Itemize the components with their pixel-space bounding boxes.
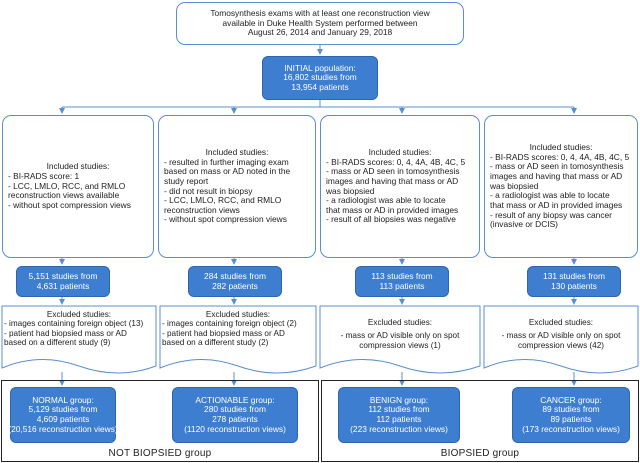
count-line: 4,631 patients	[36, 280, 90, 291]
excluded-line: - images containing foreign object (13)	[4, 319, 144, 329]
included-box-actionable: Included studies: - resulted in further …	[158, 115, 316, 258]
excluded-box-cancer: Excluded studies: - mass or AD visible o…	[486, 318, 636, 360]
included-line: - without spot compression views	[164, 214, 287, 225]
included-line: - a radiologist was able to locate	[490, 190, 610, 201]
excluded-line: - patient had biopsied mass or AD	[4, 328, 127, 338]
included-line: images and having that mass or AD	[490, 171, 623, 182]
source-line: available in Duke Health System performe…	[222, 17, 418, 28]
included-line: - mass or AD seen in tomosynthesis	[326, 166, 460, 177]
included-line: - did not result in biopsy	[164, 185, 253, 196]
group-line: 280 studies from	[204, 404, 266, 415]
excluded-box-normal: Excluded studies: - images containing fo…	[4, 310, 154, 360]
not-biopsied-frame	[1, 380, 319, 462]
included-line: - BI-RADS scores: 0, 4, 4A, 4B, 4C, 5	[326, 156, 466, 167]
included-line: study report	[164, 175, 209, 186]
excluded-line: - images containing foreign object (2)	[162, 319, 297, 329]
not-biopsied-label: NOT BIOPSIED group	[108, 448, 212, 459]
included-box-benign: Included studies: - BI-RADS scores: 0, 4…	[320, 115, 480, 258]
excluded-line: - mass or AD visible only on spot	[340, 331, 460, 341]
group-line: 89 studies from	[542, 404, 600, 415]
included-line: reconstruction views	[164, 204, 240, 215]
group-line: (1120 reconstruction views)	[184, 423, 286, 434]
initial-line: 13,954 patients	[291, 81, 349, 92]
group-line: 112 studies from	[368, 404, 430, 415]
excluded-title: Excluded studies:	[205, 310, 271, 319]
excluded-line: based on a different study (9)	[4, 338, 111, 348]
initial-line: INITIAL population:	[284, 62, 356, 73]
group-line: 5,129 studies from	[28, 404, 98, 415]
included-line: that mass or AD in provided images	[490, 199, 623, 210]
group-line: NORMAL group:	[32, 394, 94, 405]
biopsied-frame	[321, 380, 639, 462]
count-line: 282 patients	[212, 280, 258, 291]
count-box-cancer: 131 studies from 130 patients	[527, 266, 621, 297]
group-line: 112 patients	[376, 414, 422, 424]
included-line: was biopsied	[326, 185, 375, 196]
included-line: - resulted in further imaging exam	[164, 156, 289, 167]
excluded-box-benign: Excluded studies: - mass or AD visible o…	[322, 318, 478, 360]
group-line: 89 patients	[550, 414, 592, 424]
included-line: was biopsied	[490, 180, 539, 191]
source-line: Tomosynthesis exams with at least one re…	[210, 8, 430, 19]
cancer-group-box: CANCER group: 89 studies from 89 patient…	[512, 387, 630, 443]
included-line: - BI-RADS scores: 0, 4, 4A, 4B, 4C, 5	[490, 151, 630, 162]
included-line: - without spot compression views	[8, 199, 131, 210]
count-line: 113 patients	[379, 280, 425, 291]
group-line: 278 patients	[212, 414, 258, 424]
included-line: that mass or AD in provided images	[326, 204, 459, 215]
included-line: reconstruction views available	[8, 190, 120, 201]
normal-group-box: NORMAL group: 5,129 studies from 4,609 p…	[8, 387, 118, 443]
count-line: 130 patients	[551, 280, 597, 291]
included-title: Included studies:	[205, 146, 269, 157]
initial-line: 16,802 studies from	[283, 72, 357, 83]
excluded-line: - patient had biopsied mass or AD	[162, 328, 285, 338]
included-box-cancer: Included studies: - BI-RADS scores: 0, 4…	[484, 115, 638, 258]
excluded-box-actionable: Excluded studies: - images containing fo…	[162, 310, 314, 360]
source-line: August 26, 2014 and January 29, 2018	[247, 27, 393, 38]
group-line: CANCER group:	[540, 394, 602, 405]
count-line: 5,151 studies from	[28, 270, 98, 281]
count-line: 113 studies from	[371, 270, 433, 281]
excluded-line: - mass or AD visible only on spot	[501, 331, 621, 341]
count-line: 131 studies from	[543, 270, 605, 281]
included-line: - result of any biopsy was cancer	[490, 209, 612, 220]
group-line: ACTIONABLE group:	[195, 394, 275, 405]
included-line: - a radiologist was able to locate	[326, 195, 446, 206]
group-line: BENIGN group:	[369, 394, 429, 405]
initial-population-box: INITIAL population: 16,802 studies from …	[262, 56, 378, 100]
count-box-normal: 5,151 studies from 4,631 patients	[16, 266, 110, 297]
excluded-line: based on a different study (2)	[162, 338, 269, 348]
group-line: (223 reconstruction views)	[350, 423, 448, 434]
group-line: (20,516 reconstruction views)	[8, 423, 118, 434]
biopsied-label: BIOPSIED group	[440, 448, 520, 459]
source-box: Tomosynthesis exams with at least one re…	[176, 2, 464, 45]
excluded-line: compression views (1)	[359, 340, 441, 350]
count-box-actionable: 284 studies from 282 patients	[188, 266, 282, 297]
count-line: 284 studies from	[204, 270, 266, 281]
group-line: 4,609 patients	[36, 414, 90, 424]
included-line: images and having that mass or AD	[326, 175, 459, 186]
included-line: - LCC, LMLO, RCC, and RMLO	[164, 195, 282, 206]
included-line: - mass or AD seen in tomosynthesis	[490, 161, 624, 172]
excluded-line: compression views (42)	[518, 340, 604, 350]
included-line: - BI-RADS score: 1	[8, 171, 80, 182]
included-line: - result of all biopsies was negative	[326, 214, 456, 225]
included-line: based on mass or AD noted in the	[164, 166, 291, 177]
included-line: (invasive or DCIS)	[490, 219, 558, 230]
excluded-title: Excluded studies:	[367, 318, 433, 327]
included-box-normal: Included studies: - BI-RADS score: 1 - L…	[2, 115, 154, 258]
benign-group-box: BENIGN group: 112 studies from 112 patie…	[338, 387, 460, 443]
count-box-benign: 113 studies from 113 patients	[355, 266, 449, 297]
group-line: (173 reconstruction views)	[522, 423, 620, 434]
actionable-group-box: ACTIONABLE group: 280 studies from 278 p…	[172, 387, 298, 443]
included-title: Included studies:	[46, 161, 110, 172]
excluded-title: Excluded studies:	[46, 310, 112, 319]
included-title: Included studies:	[368, 146, 432, 157]
excluded-title: Excluded studies:	[528, 318, 594, 327]
included-line: - LCC, LMLO, RCC, and RMLO	[8, 180, 126, 191]
included-title: Included studies:	[529, 142, 593, 153]
